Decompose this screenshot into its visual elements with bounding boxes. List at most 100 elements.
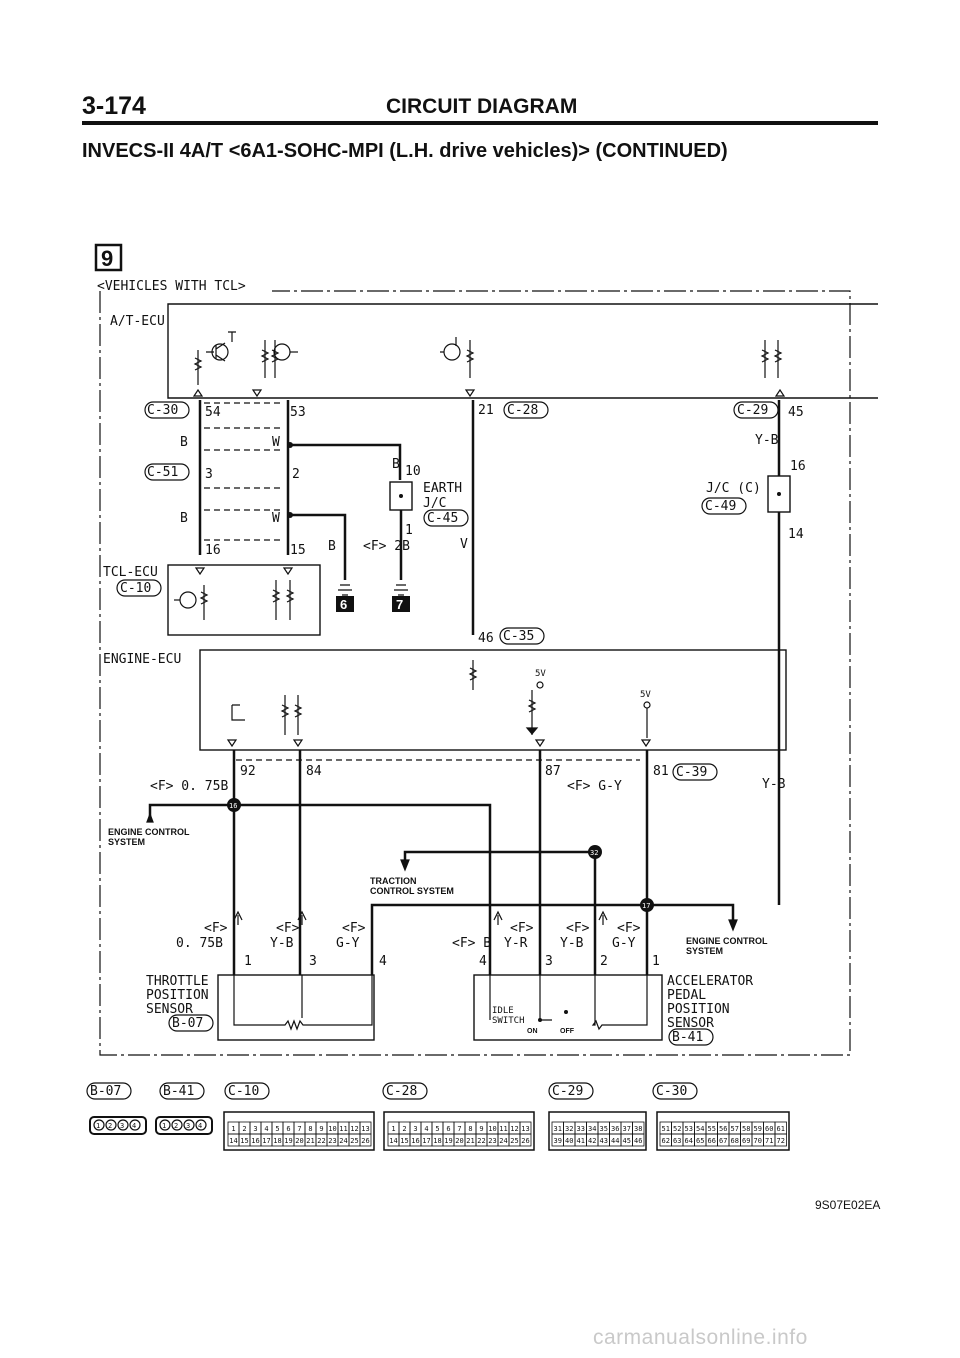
pin-1-jc: 1 — [405, 523, 413, 538]
splice-32: 32 — [590, 849, 598, 857]
connector-pin-number: 16 — [251, 1137, 259, 1145]
tps-label-3: SENSOR — [146, 1002, 193, 1017]
section-label: <VEHICLES WITH TCL> — [97, 279, 246, 294]
idle-on: ON — [527, 1028, 538, 1035]
cv-b41-pin-1: 1 — [162, 1122, 166, 1130]
connector-pin-number: 57 — [731, 1125, 739, 1133]
page-subtitle: INVECS-II 4A/T <6A1-SOHC-MPI (L.H. drive… — [82, 140, 728, 162]
connector-pin-number: 1 — [231, 1125, 235, 1133]
connector-pin-number: 6 — [286, 1125, 290, 1133]
connector-pin-number: 17 — [262, 1137, 270, 1145]
connector-pin-number: 23 — [488, 1137, 496, 1145]
apps-label-2: PEDAL — [667, 988, 706, 1003]
connector-pin-number: 25 — [510, 1137, 518, 1145]
connector-pin-number: 16 — [411, 1137, 419, 1145]
pin-54: 54 — [205, 405, 221, 420]
wire-s1-f: <F> — [204, 921, 228, 936]
wire-v-label: V — [460, 537, 468, 552]
splice-17-dot — [640, 898, 654, 912]
tps-box — [217, 974, 375, 1041]
connector-pin-number: 51 — [662, 1125, 670, 1133]
conn-c28: C-28 — [507, 403, 538, 418]
wire-s7-f: <F> — [617, 921, 641, 936]
connector-pin-number: 14 — [389, 1137, 397, 1145]
connector-pin-number: 40 — [565, 1137, 573, 1145]
pin-3: 3 — [205, 467, 213, 482]
connector-pin-number: 17 — [422, 1137, 430, 1145]
earth-jc-label-2: J/C — [423, 496, 446, 511]
ground-ref-6-box — [336, 596, 354, 612]
splice-16: 16 — [229, 802, 237, 810]
ground-ref-6: 6 — [340, 597, 347, 612]
wire-s6-yb: Y-B — [560, 936, 584, 951]
cv-b41-pin-4: 4 — [198, 1122, 202, 1130]
connector-pin-number: 42 — [588, 1137, 596, 1145]
wire-pair-c30 — [198, 400, 290, 555]
conn-c29-top: C-29 — [737, 403, 768, 418]
jc-c-label: J/C (C) — [706, 481, 761, 496]
idle-switch-2: SWITCH — [492, 1016, 525, 1026]
connector-pin-number: 14 — [229, 1137, 237, 1145]
conn-c51: C-51 — [147, 465, 178, 480]
pin-16-tcl: 16 — [205, 543, 221, 558]
connector-pin-number: 15 — [240, 1137, 248, 1145]
wire-s1-075b: 0. 75B — [176, 936, 223, 951]
wire-w1: W — [272, 435, 280, 450]
wire-s3-gy: G-Y — [336, 936, 360, 951]
connector-pin-number: 2 — [242, 1125, 246, 1133]
page-number: 3-174 — [82, 92, 146, 120]
connector-pin-number: 67 — [719, 1137, 727, 1145]
connector-pin-number: 13 — [361, 1125, 369, 1133]
wire-s5-yr: Y-R — [504, 936, 528, 951]
connector-pin-number: 54 — [696, 1125, 704, 1133]
term-apps-1: 1 — [652, 954, 660, 969]
connector-pin-number: 26 — [521, 1137, 529, 1145]
splice-16-dot — [227, 798, 241, 812]
tcl-ecu-box — [167, 564, 321, 636]
connector-pin-number: 20 — [455, 1137, 463, 1145]
tps-conn: B-07 — [172, 1016, 203, 1031]
pin-84: 84 — [306, 764, 322, 779]
wire-s7-gy: G-Y — [612, 936, 636, 951]
twisted-pair-shield — [204, 402, 284, 541]
connector-pin-number: 18 — [273, 1137, 281, 1145]
connector-pin-number: 22 — [317, 1137, 325, 1145]
connector-pin-number: 9 — [319, 1125, 323, 1133]
tps-label-2: POSITION — [146, 988, 209, 1003]
figure-code: 9S07E02EA — [815, 1198, 881, 1212]
connector-pin-number: 70 — [754, 1137, 762, 1145]
pin-21: 21 — [478, 403, 494, 418]
connector-pin-number: 43 — [600, 1137, 608, 1145]
connector-pin-number: 5 — [275, 1125, 279, 1133]
connector-pin-number: 69 — [742, 1137, 750, 1145]
ref-traction-2: CONTROL SYSTEM — [370, 886, 454, 896]
earth-jc-conn: C-45 — [427, 511, 458, 526]
connector-pin-number: 38 — [634, 1125, 642, 1133]
frame-border — [99, 290, 851, 1056]
connector-pin-number: 19 — [444, 1137, 452, 1145]
cv-b41-label: B-41 — [163, 1084, 194, 1099]
conn-c39: C-39 — [676, 765, 707, 780]
connector-pin-number: 66 — [708, 1137, 716, 1145]
connector-pin-number: 19 — [284, 1137, 292, 1145]
wire-f-075b: <F> 0. 75B — [150, 779, 228, 794]
conn-c35: C-35 — [503, 629, 534, 644]
term-apps-3: 3 — [545, 954, 553, 969]
cv-c30-label: C-30 — [656, 1084, 687, 1099]
ground-symbols — [338, 584, 408, 596]
cv-c29-label: C-29 — [552, 1084, 583, 1099]
connector-pin-number: 39 — [554, 1137, 562, 1145]
cv-b07-pin-2: 2 — [108, 1122, 112, 1130]
idle-off: OFF — [560, 1028, 575, 1035]
connector-pin-cell — [519, 1133, 532, 1147]
splice-32-dot — [588, 845, 602, 859]
apps-conn-oval — [668, 1028, 714, 1046]
connector-pin-number: 20 — [295, 1137, 303, 1145]
connector-pin-cell — [359, 1133, 372, 1147]
idle-switch-1: IDLE — [492, 1006, 514, 1016]
connector-pin-number: 60 — [765, 1125, 773, 1133]
pin-92: 92 — [240, 764, 256, 779]
connector-pin-number: 71 — [765, 1137, 773, 1145]
